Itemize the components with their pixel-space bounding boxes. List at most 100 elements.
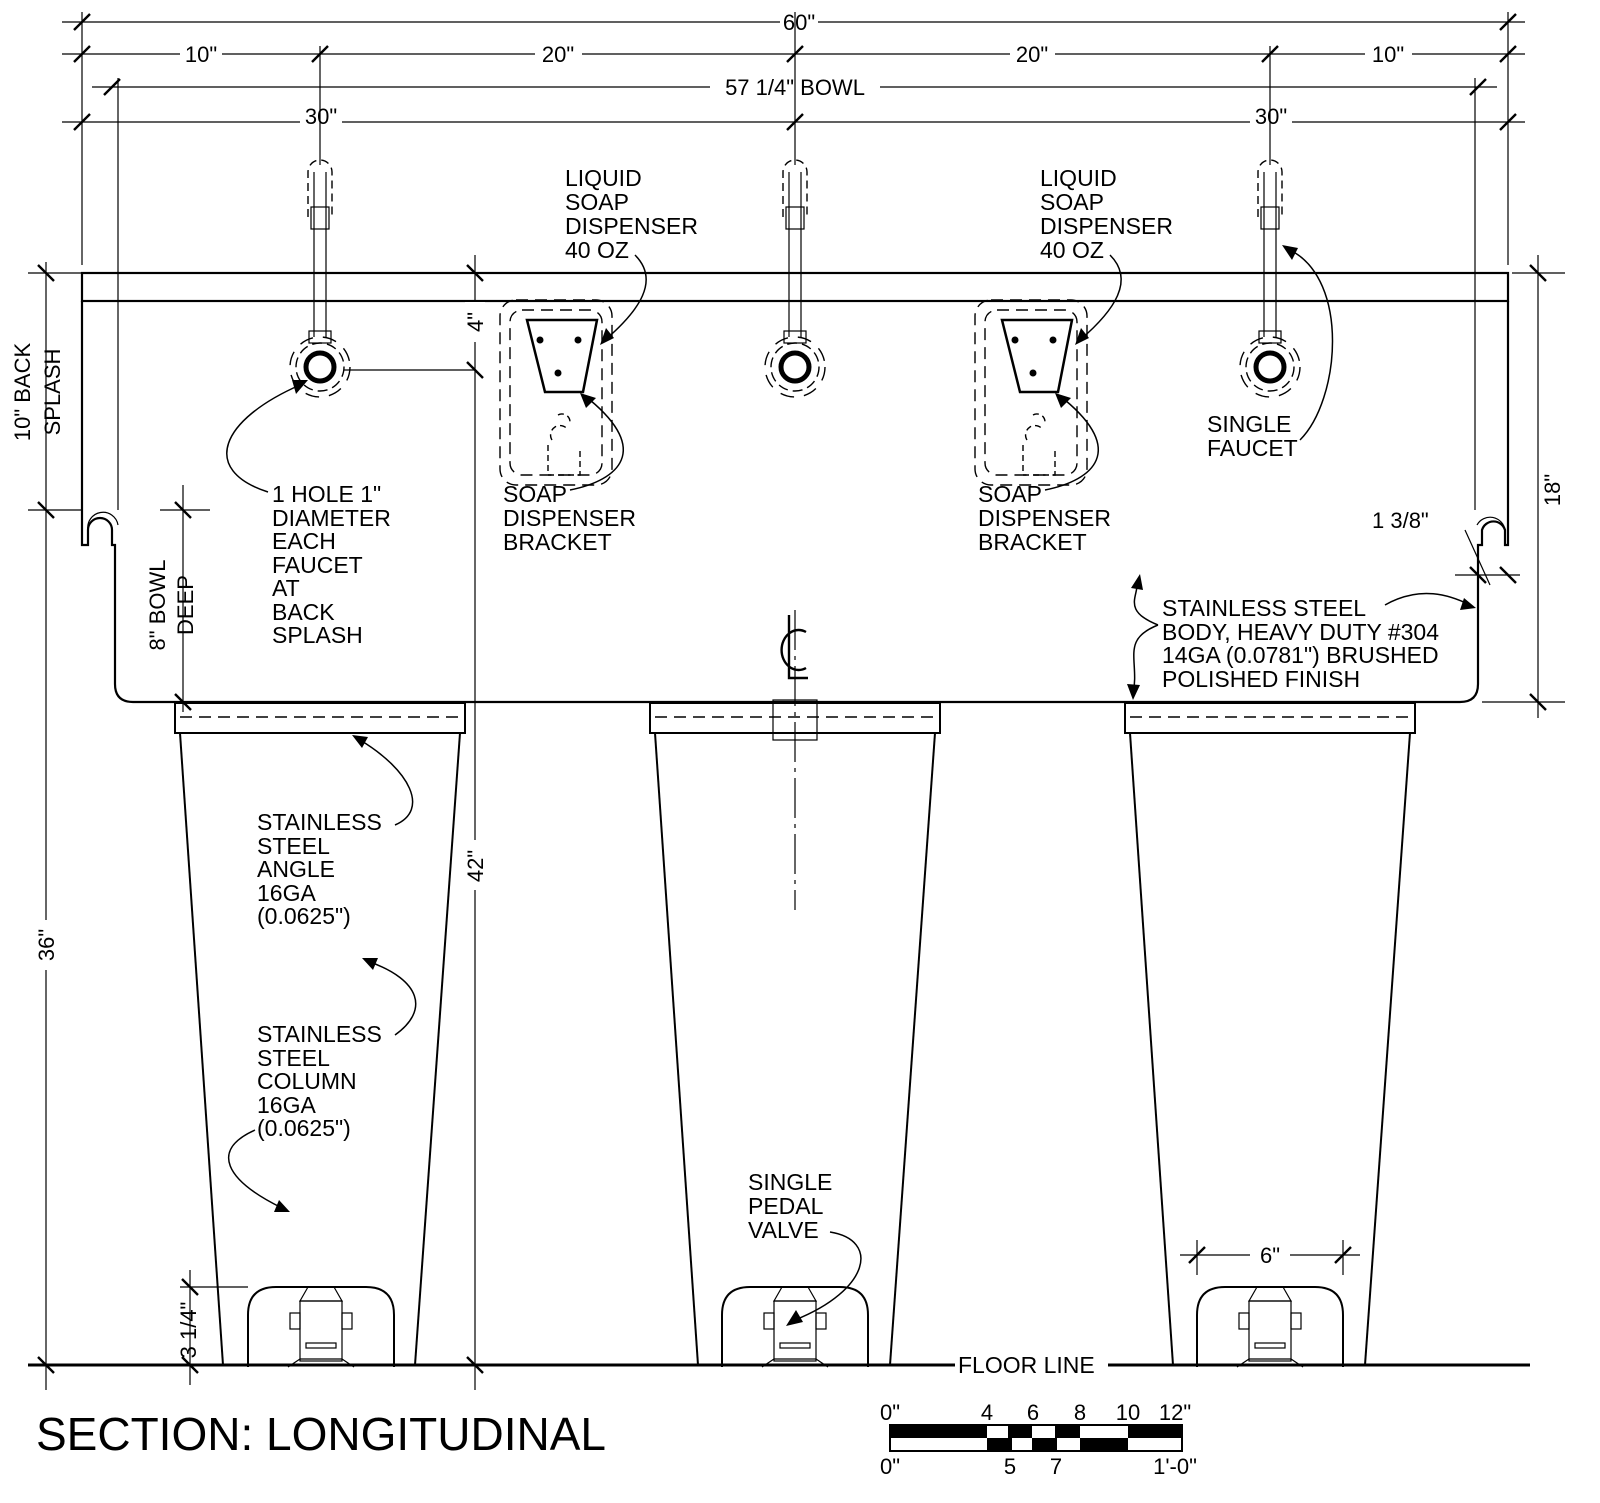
dim-overall-60: 60" [62, 10, 1525, 35]
label-line: BODY, HEAVY DUTY #304 [1162, 619, 1439, 645]
floor-line-label: FLOOR LINE [958, 1352, 1095, 1378]
label-line: POLISHED FINISH [1162, 666, 1360, 692]
dim-36-label: 36" [34, 929, 59, 961]
faucet-left [290, 160, 350, 397]
soap-dispenser-right [973, 298, 1089, 487]
leg-left [174, 702, 466, 1366]
dim-18-label: 18" [1540, 474, 1565, 506]
label-line: VALVE [748, 1217, 819, 1243]
dim-back-splash: 10" BACK SPLASH 36" [10, 262, 82, 1390]
extension-lines [81, 12, 1509, 510]
dim-bowl-deep: 8" BOWL DEEP [145, 485, 210, 712]
label-line: DISPENSER [1040, 213, 1173, 239]
section-title: SECTION: LONGITUDINAL [36, 1408, 606, 1460]
label-line: SOAP [565, 189, 629, 215]
scale-bottom-7: 7 [1050, 1454, 1062, 1479]
label-line: 40 OZ [1040, 237, 1104, 263]
label-line: LIQUID [565, 165, 642, 191]
back-splash-line-1: 10" BACK [10, 343, 35, 442]
centerline: CL [780, 610, 808, 910]
label-line: SOAP [1040, 189, 1104, 215]
dim-4-label: 4" [463, 312, 488, 332]
label-line: FAUCET [272, 552, 363, 578]
dim-42-label: 42" [463, 850, 488, 882]
label-bracket-left: SOAP DISPENSER BRACKET [503, 393, 636, 555]
label-line: SINGLE [1207, 411, 1291, 437]
dim-42-and-4: 4" 42" [463, 255, 488, 1390]
floor-line: FLOOR LINE [28, 1352, 1530, 1378]
faucet-right [1240, 160, 1300, 397]
dim-60-label: 60" [783, 10, 815, 35]
dim-20-right: 20" [1016, 42, 1048, 67]
label-liquid-soap-right: LIQUID SOAP DISPENSER 40 OZ [1040, 165, 1173, 345]
scale-bottom-0: 0" [880, 1454, 900, 1479]
scale-top-8: 8 [1074, 1400, 1086, 1425]
dim-30-left: 30" [305, 104, 337, 129]
label-single-faucet: SINGLE FAUCET [1207, 245, 1334, 461]
dim-10-right: 10" [1372, 42, 1404, 67]
label-pedal-valve: SINGLE PEDAL VALVE [748, 1169, 862, 1326]
dim-pedal-height: 3 1/4" [176, 1270, 248, 1385]
label-line: STEEL [257, 1045, 330, 1071]
label-line: 14GA (0.0781") BRUSHED [1162, 642, 1439, 668]
label-angle: STAINLESS STEEL ANGLE 16GA (0.0625") [257, 735, 414, 929]
pedal-valve-left [247, 1286, 395, 1368]
label-faucet-hole: 1 HOLE 1" DIAMETER EACH FAUCET AT BACK S… [226, 380, 391, 648]
scale-bottom-5: 5 [1004, 1454, 1016, 1479]
label-line: 16GA [257, 1092, 316, 1118]
faucet-center [765, 160, 825, 397]
label-liquid-soap-left: LIQUID SOAP DISPENSER 40 OZ [565, 165, 698, 345]
dim-row-10-20-20-10: 10" 20" 20" 10" [62, 42, 1525, 67]
label-line: BRACKET [503, 529, 612, 555]
pedal-valve-right [1196, 1286, 1344, 1368]
scale-top-4: 4 [981, 1400, 993, 1425]
label-bracket-right: SOAP DISPENSER BRACKET [978, 393, 1111, 555]
label-line: 16GA [257, 880, 316, 906]
label-column: STAINLESS STEEL COLUMN 16GA (0.0625") [227, 958, 417, 1212]
leg-center [649, 699, 941, 1366]
scale-bottom-1ft: 1'-0" [1153, 1454, 1197, 1479]
label-line: DIAMETER [272, 505, 391, 531]
label-line: (0.0625") [257, 1115, 351, 1141]
bowl-deep-line-2: DEEP [173, 575, 198, 635]
soap-dispenser-left [498, 298, 614, 487]
leg-right [1124, 702, 1416, 1366]
label-line: COLUMN [257, 1068, 357, 1094]
label-line: 40 OZ [565, 237, 629, 263]
sink-body [80, 271, 1510, 704]
label-body: STAINLESS STEEL BODY, HEAVY DUTY #304 14… [1127, 574, 1476, 700]
pedal-valve-center [721, 1286, 869, 1368]
dim-rim: 1 3/8" [1372, 508, 1520, 586]
dim-10-left: 10" [185, 42, 217, 67]
label-line: BRACKET [978, 529, 1087, 555]
graphic-scale-bar: 0" 4 6 8 10 12" 0" 5 7 1'-0" [880, 1400, 1197, 1479]
label-line: SINGLE [748, 1169, 832, 1195]
label-line: LIQUID [1040, 165, 1117, 191]
label-line: DISPENSER [978, 505, 1111, 531]
dim-row-30-30: 30" 30" [62, 104, 1525, 131]
dim-pedal-width-label: 6" [1260, 1243, 1280, 1268]
bowl-deep-line-1: 8" BOWL [145, 560, 170, 651]
label-line: PEDAL [748, 1193, 824, 1219]
label-line: SOAP [978, 481, 1042, 507]
dim-30-right: 30" [1255, 104, 1287, 129]
dim-rim-label: 1 3/8" [1372, 508, 1429, 533]
label-line: STAINLESS [257, 809, 382, 835]
dim-pedal-height-label: 3 1/4" [176, 1302, 201, 1359]
label-line: STAINLESS [257, 1021, 382, 1047]
dim-20-left: 20" [542, 42, 574, 67]
label-line: (0.0625") [257, 903, 351, 929]
dim-18: 18" [1482, 255, 1565, 718]
label-line: ANGLE [257, 856, 335, 882]
label-line: STAINLESS STEEL [1162, 595, 1366, 621]
label-line: SPLASH [272, 622, 363, 648]
scale-top-0: 0" [880, 1400, 900, 1425]
dim-pedal-width: 6" [1180, 1240, 1360, 1275]
label-line: EACH [272, 528, 336, 554]
scale-top-12: 12" [1159, 1400, 1191, 1425]
label-line: DISPENSER [565, 213, 698, 239]
scale-top-6: 6 [1027, 1400, 1039, 1425]
label-line: SOAP [503, 481, 567, 507]
